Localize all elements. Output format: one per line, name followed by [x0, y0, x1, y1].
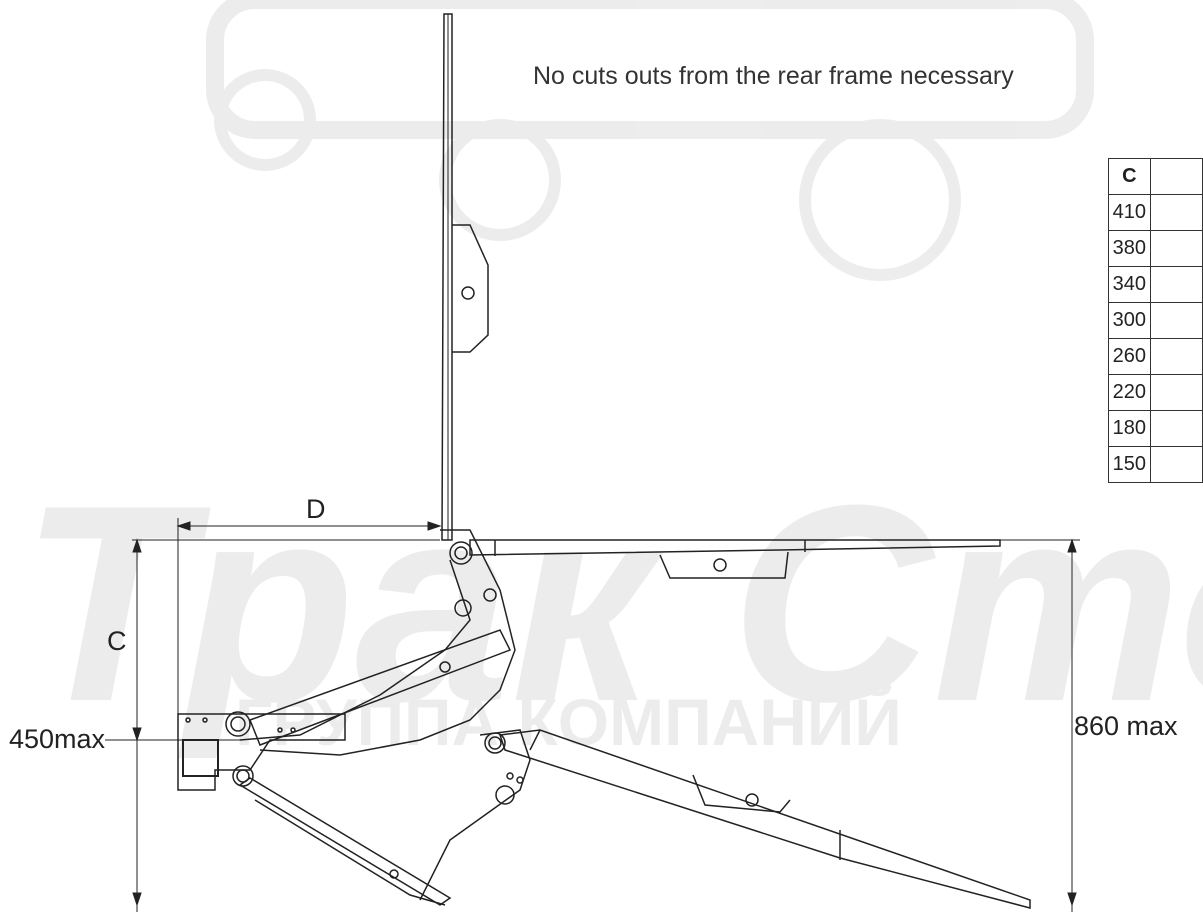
table-header-row: C — [1108, 158, 1203, 195]
dimension-c-label: C — [107, 626, 127, 656]
table-row: 220 — [1108, 374, 1203, 411]
upper-linkage — [239, 529, 516, 756]
table-cell: 180 — [1108, 410, 1151, 447]
dimension-d-label: D — [306, 494, 326, 524]
watermark-line1: Трак Стоп — [20, 448, 1203, 761]
dimension-450-label: 450max — [9, 724, 106, 754]
table-cell: 300 — [1108, 302, 1151, 339]
table-row: 380 — [1108, 230, 1203, 267]
table-header-second — [1149, 158, 1203, 195]
table-row: 150 — [1108, 446, 1203, 483]
c-value-table: C 410 380 340 300 260 220 180 150 — [1108, 158, 1203, 483]
mechanism — [177, 13, 1031, 909]
table-row: 300 — [1108, 302, 1203, 339]
table-row: 410 — [1108, 194, 1203, 231]
table-row: 180 — [1108, 410, 1203, 447]
dimension-860-label: 860 max — [1074, 711, 1178, 741]
pivot-low — [484, 732, 506, 754]
table-cell: 150 — [1108, 446, 1151, 483]
vertical-platform — [441, 13, 489, 541]
lower-linkage — [238, 729, 531, 906]
watermark-line2: ГРУППА КОМПАНИЙ — [235, 684, 902, 759]
pivot-top — [449, 541, 473, 565]
dimensions — [105, 518, 1080, 912]
table-row: 340 — [1108, 266, 1203, 303]
platform-bolt-3 — [745, 793, 759, 807]
pivot-base — [225, 711, 251, 737]
note-text: No cuts outs from the rear frame necessa… — [533, 62, 1014, 90]
table-cell: 410 — [1108, 194, 1151, 231]
watermark: Трак Стоп ГРУППА КОМПАНИЙ — [20, 0, 1203, 761]
horizontal-platform — [469, 539, 1001, 579]
table-cell: 220 — [1108, 374, 1151, 411]
platform-bolt-2 — [713, 558, 727, 572]
table-cell: 340 — [1108, 266, 1151, 303]
table-row: 260 — [1108, 338, 1203, 375]
table-cell: 380 — [1108, 230, 1151, 267]
lowered-platform — [498, 729, 1031, 909]
pivot-mid — [454, 599, 472, 617]
table-cell: 260 — [1108, 338, 1151, 375]
platform-bolt — [461, 286, 475, 300]
table-header-c: C — [1108, 158, 1151, 195]
